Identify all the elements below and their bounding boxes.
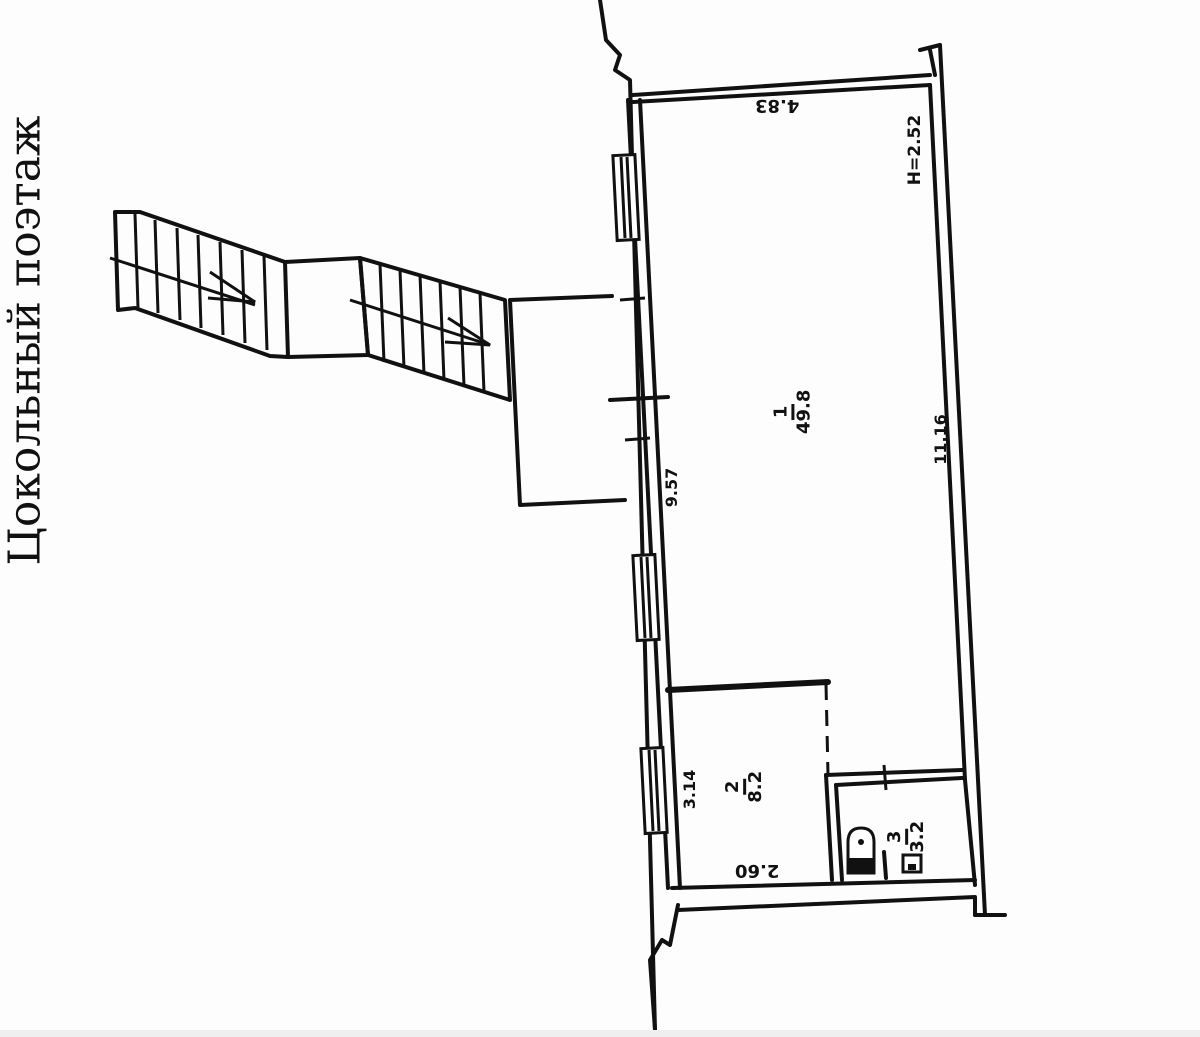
top-wall-end	[918, 43, 942, 77]
sink-icon	[901, 853, 923, 874]
window-3	[639, 745, 669, 836]
opening-mark	[624, 436, 651, 442]
bathroom-top-wall	[824, 768, 964, 787]
right-wall-outer	[938, 43, 987, 917]
bathroom-door-mark	[882, 764, 888, 791]
bottom-wall-outer	[676, 895, 977, 917]
arrow-icon	[207, 270, 256, 304]
opening-mark	[619, 296, 646, 302]
stair-flight-lower	[349, 256, 512, 402]
dimension-room1-length-outer: 11.16	[930, 414, 950, 465]
facade-wall-inner	[638, 98, 682, 890]
window-1	[611, 152, 641, 243]
dimension-room2-width: 3.14	[680, 769, 700, 810]
top-wall-inner	[631, 83, 932, 104]
ceiling-height: H=2.52	[905, 114, 926, 186]
arrow-icon	[444, 316, 491, 347]
window-2	[631, 552, 661, 643]
bottom-strip	[0, 1030, 1200, 1037]
partition-room2	[665, 679, 831, 693]
bottom-wall-inner	[670, 878, 977, 890]
fixture-divider	[882, 850, 888, 880]
dimension-room2-length: 2.60	[735, 860, 780, 881]
bathroom-wall	[824, 773, 844, 882]
entrance-door-mark	[608, 395, 670, 402]
stair-landing	[508, 294, 627, 507]
wall-break-bottom	[648, 903, 680, 1032]
right-wall-inner	[928, 83, 977, 887]
dimension-room1-length-inner: 9.57	[662, 467, 682, 508]
stair-flight-upper	[109, 210, 290, 359]
top-wall-outer	[631, 73, 932, 97]
dimension-room1-width: 4.83	[755, 95, 800, 116]
door-opening-room2	[824, 683, 830, 776]
stair-mid-landing	[283, 256, 370, 359]
toilet-icon	[846, 826, 876, 875]
